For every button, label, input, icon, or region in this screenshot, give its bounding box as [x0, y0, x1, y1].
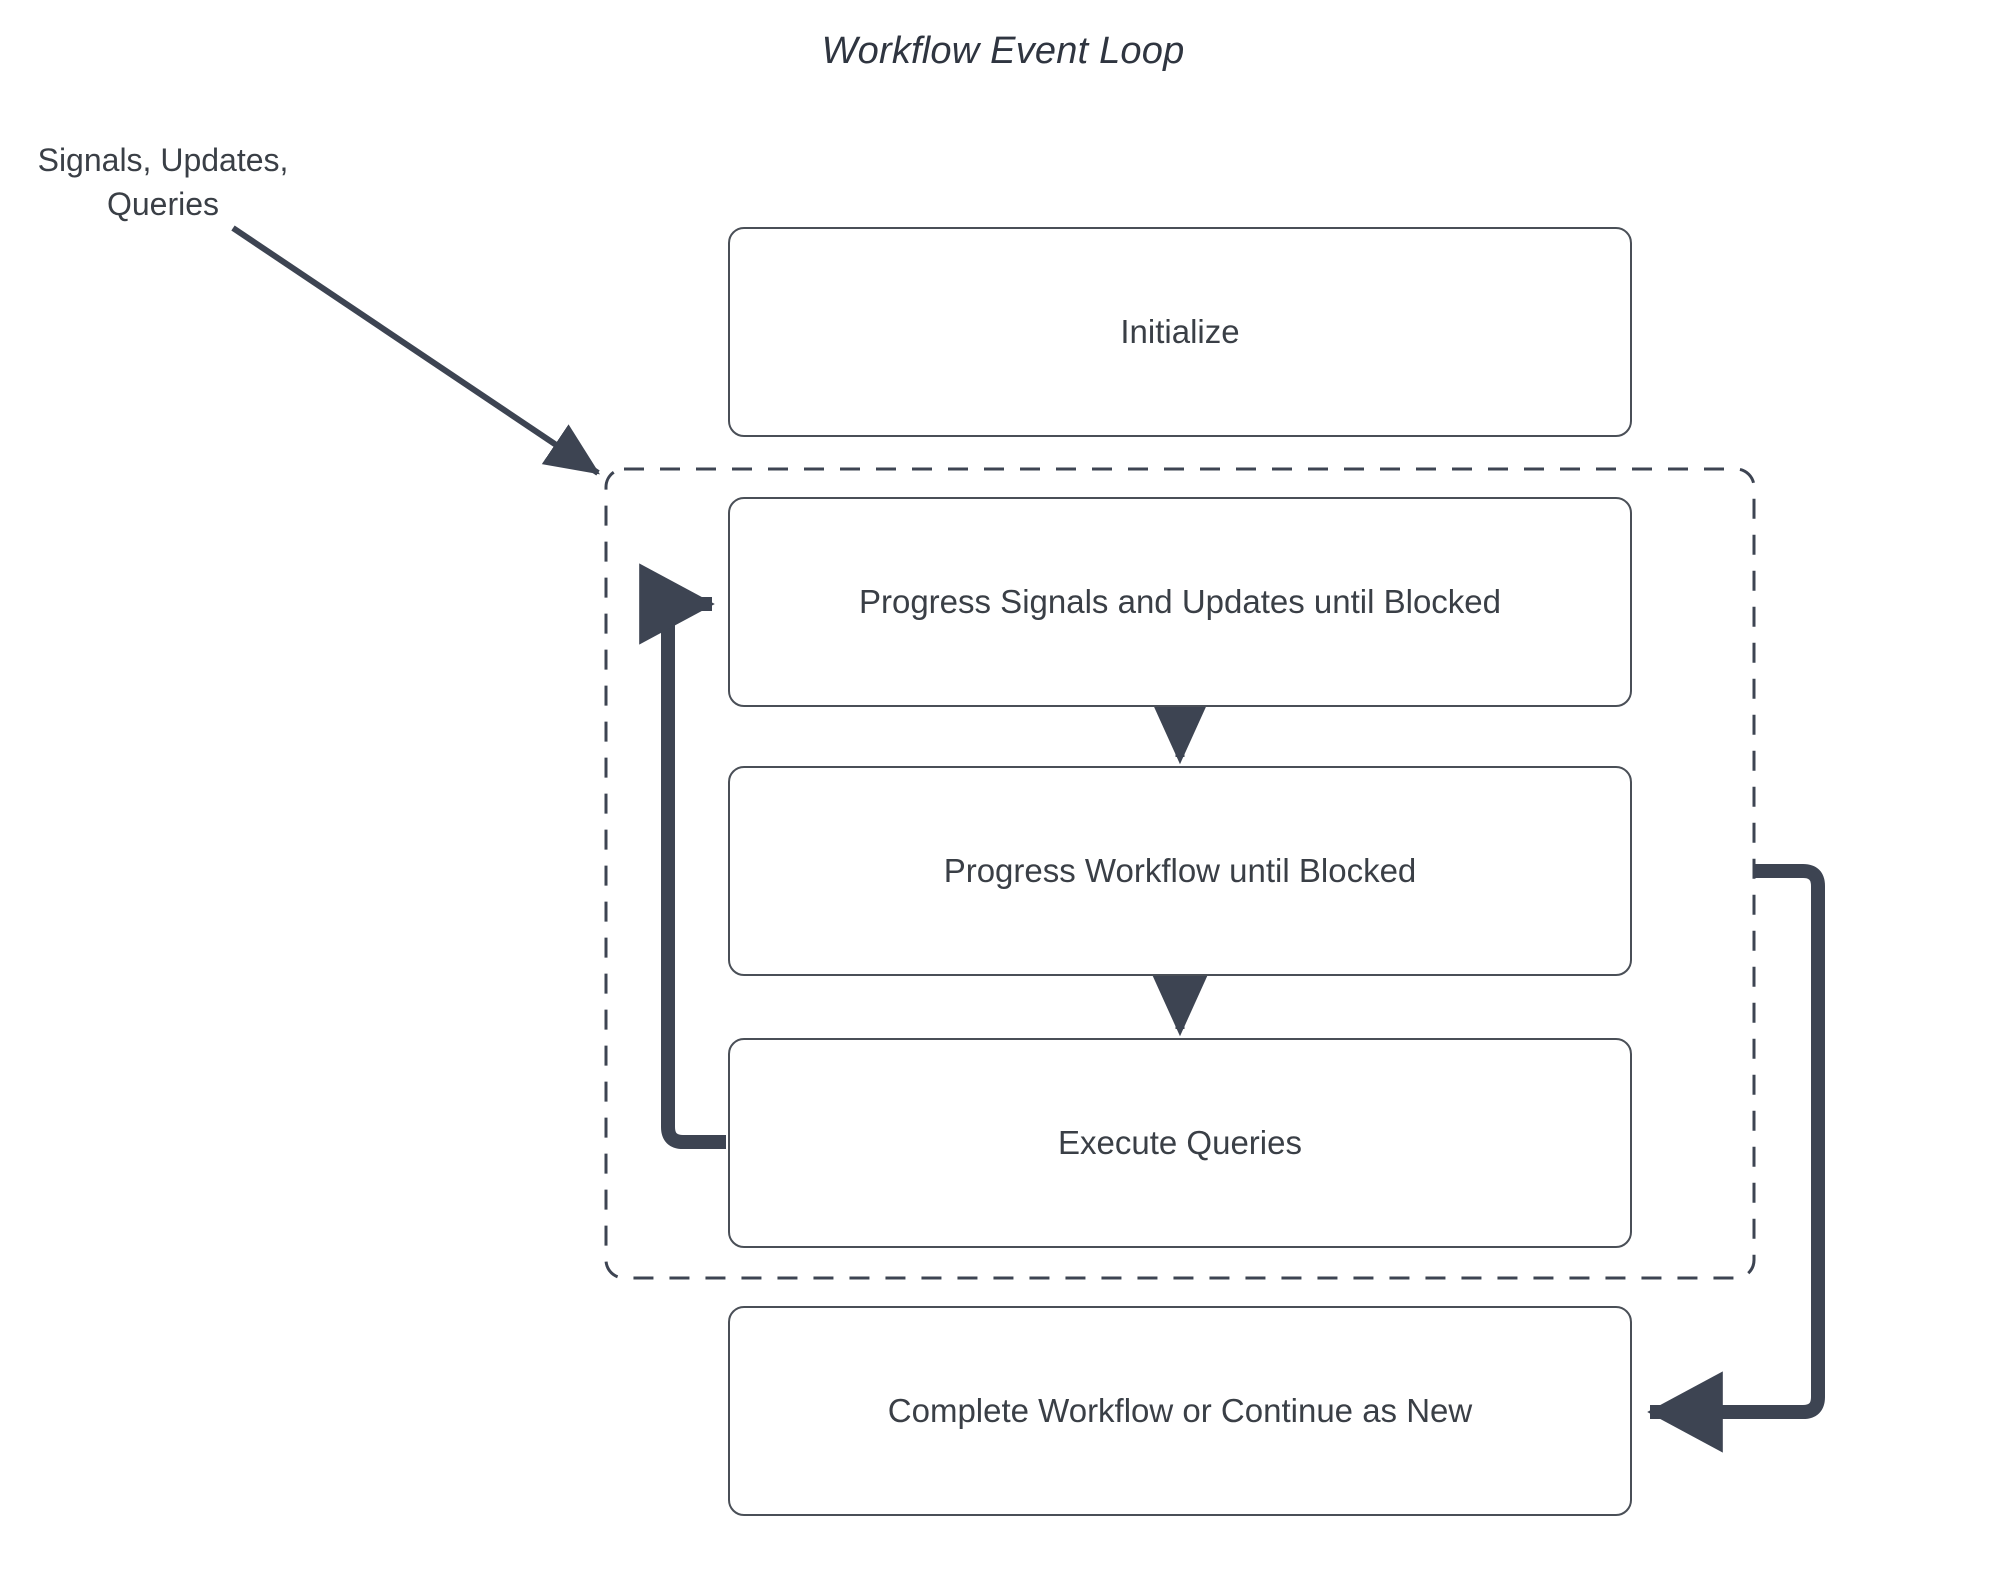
node-initialize[interactable]: Initialize [728, 227, 1632, 437]
node-complete-workflow[interactable]: Complete Workflow or Continue as New [728, 1306, 1632, 1516]
node-progress-signals-label: Progress Signals and Updates until Block… [858, 583, 1502, 621]
edge-loop-exit-to-complete [1647, 864, 1825, 1453]
node-execute-queries[interactable]: Execute Queries [728, 1038, 1632, 1248]
edge-signals-to-loop [231, 225, 600, 476]
external-input-label: Signals, Updates, Queries [37, 142, 289, 222]
node-progress-workflow-label: Progress Workflow until Blocked [943, 852, 1417, 890]
node-progress-signals-and-updates[interactable]: Progress Signals and Updates until Block… [728, 497, 1632, 707]
node-execute-queries-label: Execute Queries [1058, 1124, 1302, 1162]
page-title: Workflow Event Loop [821, 30, 1185, 72]
node-complete-workflow-label: Complete Workflow or Continue as New [887, 1392, 1473, 1430]
edge-loop-back-to-progress-signals [639, 563, 726, 1149]
node-initialize-label: Initialize [1120, 313, 1240, 351]
node-progress-workflow[interactable]: Progress Workflow until Blocked [728, 766, 1632, 976]
